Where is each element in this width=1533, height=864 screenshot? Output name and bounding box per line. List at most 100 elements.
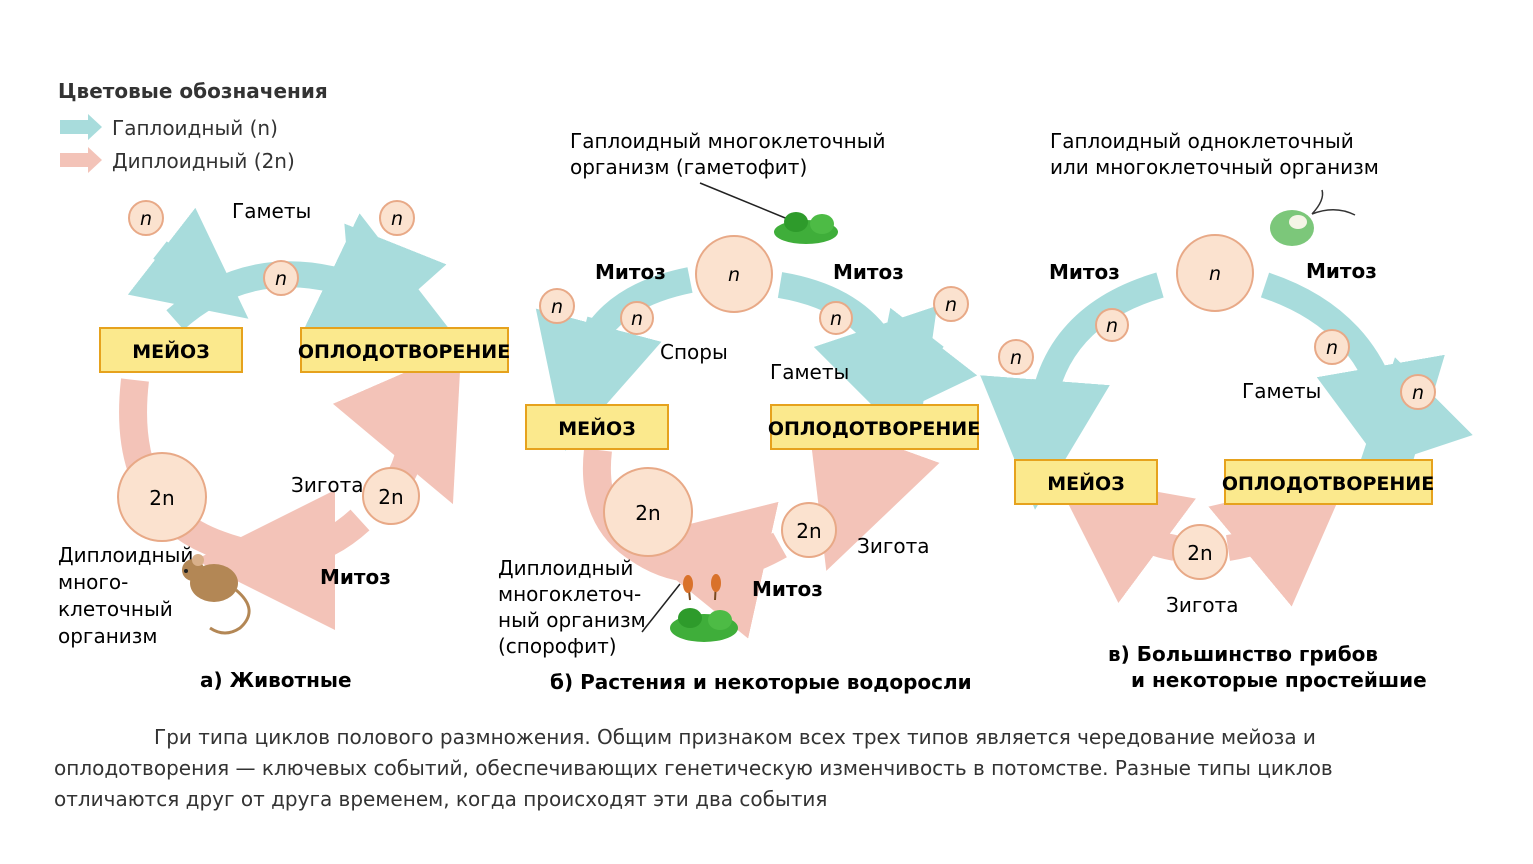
diploid-arrow-head (807, 415, 940, 571)
figure-caption: Гри типа циклов полового размножения. Об… (54, 725, 1333, 811)
gametophyte-cell (695, 235, 773, 313)
mitosis-left-label: Митоз (1049, 260, 1120, 284)
gametophyte-cell-label: n (728, 264, 740, 286)
meiosis-label: МЕЙОЗ (132, 340, 209, 363)
gamete-cell (819, 301, 853, 335)
diagram-title-line2: и некоторые простейшие (1131, 668, 1427, 692)
mitosis-right-label: Митоз (833, 260, 904, 284)
organism-label-line3: ный организм (498, 608, 646, 632)
gamete-cell-label: n (275, 268, 287, 290)
gamete-cell-label: n (1412, 382, 1424, 404)
gamete-in-arrow (866, 307, 978, 429)
organism-label-line4: организм (58, 624, 158, 648)
diploid-organism-cell (117, 452, 207, 542)
organism-label-line1: Диплоидный (58, 543, 193, 567)
diagram-title-line1: в) Большинство грибов (1108, 642, 1378, 666)
zygote-cell-label: 2n (378, 485, 403, 509)
legend-title: Цветовые обозначения (58, 79, 328, 103)
haploid-organism-cell (1176, 234, 1254, 312)
mouse-icon (182, 554, 251, 635)
spore-cell-label: n (551, 296, 563, 318)
meiosis-box (525, 404, 669, 450)
sporophyte-plant-icon (670, 574, 738, 642)
haploid-arrow-head-left (980, 375, 1110, 510)
gamete-cell-label: n (140, 208, 152, 230)
haploid-arrow-head-right (813, 305, 938, 450)
mitosis-bottom-label: Митоз (752, 577, 823, 601)
gametes-label: Гаметы (232, 199, 311, 223)
zygote-cell-label: 2n (1187, 541, 1212, 565)
organism-label-line2: многоклеточ- (498, 582, 641, 606)
zygote-cell-label: 2n (796, 519, 821, 543)
gamete-cell (1314, 329, 1350, 365)
fertilization-label: ОПЛОДОТВОРЕНИЕ (298, 341, 510, 363)
gamete-cell (1400, 374, 1436, 410)
fertilization-label: ОПЛОДОТВОРЕНИЕ (1222, 473, 1434, 495)
zygote-cell (781, 502, 837, 558)
haploid-cell-label: n (1010, 347, 1022, 369)
gamete-cell (263, 260, 299, 296)
spores-label: Споры (660, 340, 728, 364)
zygote-label: Зигота (291, 473, 363, 497)
legend-haploid-arrow-icon (60, 114, 102, 140)
zygote-cell (362, 467, 420, 525)
gamete-cell-label: n (391, 208, 403, 230)
fertilization-box (300, 327, 509, 373)
zygote-cell (1172, 524, 1228, 580)
mitosis-left-label: Митоз (595, 260, 666, 284)
gamete-in-arrow-right (344, 223, 447, 347)
diploid-arrow-head-right (1208, 473, 1350, 607)
diagram-fungi: Гаплоидный одноклеточный или многоклеточ… (980, 129, 1473, 692)
diploid-cell-label: 2n (149, 486, 174, 510)
gamete-in-arrow (1356, 357, 1473, 474)
legend-diploid-arrow-icon (60, 147, 102, 173)
sporophyte-cell-label: 2n (635, 501, 660, 525)
fertilization-label: ОПЛОДОТВОРЕНИЕ (768, 418, 980, 440)
diagram-title: а) Животные (200, 668, 352, 692)
meiosis-label: МЕЙОЗ (558, 417, 635, 440)
top-label-line2: организм (гаметофит) (570, 155, 807, 179)
unicellular-organism-icon (1270, 189, 1356, 246)
organism-label-line4: (спорофит) (498, 634, 617, 658)
gamete-in-arrow-left (127, 207, 249, 319)
haploid-organism-cell-label: n (1209, 263, 1221, 285)
gametes-label: Гаметы (770, 360, 849, 384)
gamete-cell (128, 200, 164, 236)
haploid-cell-label: n (1106, 315, 1118, 337)
top-label-line1: Гаплоидный многоклеточный (570, 129, 885, 153)
spore-cell-label: n (631, 308, 643, 330)
diploid-arrow-head-right (332, 347, 462, 505)
spore-cell (539, 288, 575, 324)
top-label-line2: или многоклеточный организм (1050, 155, 1379, 179)
organism-label-line3: клеточный (58, 597, 173, 621)
gametes-label: Гаметы (1242, 379, 1321, 403)
sporophyte-cell (603, 467, 693, 557)
gamete-cell-label: n (945, 294, 957, 316)
fertilization-box (770, 404, 979, 450)
organism-label-line2: много- (58, 570, 128, 594)
pointer-line (699, 182, 796, 223)
legend: Цветовые обозначения Гаплоидный (n) Дипл… (58, 79, 328, 173)
mitosis-right-label: Митоз (1306, 259, 1377, 283)
gamete-cell-label: n (830, 308, 842, 330)
top-label-line1: Гаплоидный одноклеточный (1050, 129, 1354, 153)
diagram-animals: n n n Гаметы МЕЙОЗ ОПЛОДОТВОРЕНИЕ 2n 2n … (58, 199, 510, 692)
organism-label-line1: Диплоидный (498, 556, 633, 580)
gamete-cell-label: n (1326, 337, 1338, 359)
haploid-cell (1095, 308, 1129, 342)
diagram-plants: Гаплоидный многоклеточный организм (гаме… (498, 129, 980, 694)
gametophyte-moss-icon (774, 212, 838, 244)
diploid-arrow-head-left (1052, 473, 1196, 603)
meiosis-box (99, 327, 243, 373)
haploid-cell (998, 339, 1034, 375)
diploid-arrow-head-bottom (626, 501, 779, 639)
mitosis-label: Митоз (320, 565, 391, 589)
meiosis-label: МЕЙОЗ (1047, 472, 1124, 495)
pointer-line (641, 583, 681, 633)
diagram-title: б) Растения и некоторые водоросли (550, 670, 972, 694)
legend-haploid-label: Гаплоидный (n) (112, 116, 278, 140)
gamete-cell (379, 200, 415, 236)
legend-diploid-label: Диплоидный (2n) (112, 149, 295, 173)
zygote-label: Зигота (1166, 593, 1238, 617)
